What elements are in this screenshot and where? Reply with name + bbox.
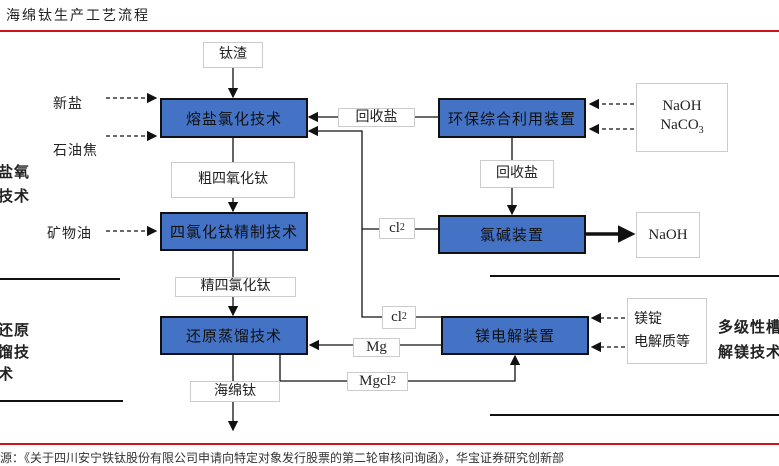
box-reduction-distillation: 还原蒸馏技术 — [160, 316, 308, 355]
footer-rule — [0, 443, 779, 445]
label-mg-ingot: 镁锭 — [634, 310, 662, 327]
label-naoh-naco3-inputs: NaOH NaCO3 — [636, 83, 728, 152]
box-ticl4-refining: 四氯化钛精制技术 — [160, 212, 308, 251]
header-rule — [0, 30, 779, 32]
box-mg-electrolysis: 镁电解装置 — [441, 316, 589, 355]
mgcl2-line — [279, 354, 347, 382]
label-sponge-titanium: 海绵钛 — [190, 381, 280, 402]
box-env-utilization: 环保综合利用装置 — [438, 98, 586, 138]
divider-left-2 — [0, 400, 123, 402]
divider-left-1 — [0, 278, 120, 280]
label-mineral-oil: 矿物油 — [47, 226, 92, 242]
arrow-mgcl2-to-electrolysis — [408, 354, 521, 382]
label-petroleum-coke: 石油焦 — [53, 143, 98, 159]
label-new-salt: 新盐 — [53, 96, 83, 112]
divider-right-2 — [490, 414, 779, 416]
cl2-return-line — [307, 125, 441, 318]
label-mg-ingot-electrolyte: 镁锭 电解质等 — [627, 298, 707, 364]
label-naoh-in: NaOH — [662, 98, 702, 115]
label-refined-ticl4: 精四氯化钛 — [175, 277, 296, 297]
diagram-title: 海绵钛生产工艺流程 — [6, 8, 150, 24]
label-crude-ticl4: 粗四氧化钛 — [171, 162, 295, 198]
source-note: 源：《关于四川安宁铁钛股份有限公司申请向特定对象发行股票的第二轮审核问询函》，华… — [0, 451, 565, 465]
box-chlor-alkali: 氯碱装置 — [438, 215, 586, 254]
divider-right-1 — [490, 275, 779, 277]
label-electrolyte: 电解质等 — [634, 334, 690, 350]
label-recycled-salt-2: 回收盐 — [480, 160, 554, 188]
label-titanium-slag: 钛渣 — [203, 42, 263, 68]
label-recycled-salt: 回收盐 — [338, 108, 415, 127]
side-text-right-1: 多级性槽解镁技术 — [718, 318, 779, 361]
label-mg: Mg — [353, 338, 400, 357]
side-text-left-1: 盐氧技术 — [0, 163, 31, 205]
side-text-left-2: 还原馏技术 — [0, 321, 31, 383]
box-molten-salt-chlorination: 熔盐氯化技术 — [160, 98, 308, 138]
label-naoh-out: NaOH — [636, 212, 700, 258]
label-naco3-in: NaCO3 — [660, 117, 704, 137]
